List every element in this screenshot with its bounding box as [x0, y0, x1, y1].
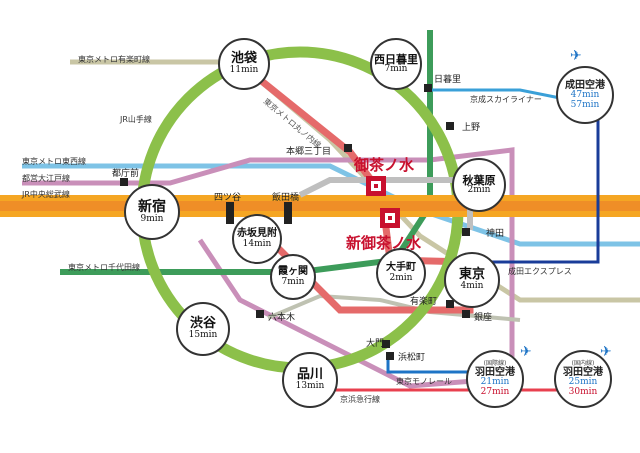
nippori-label: 日暮里: [434, 75, 462, 85]
airport-haneda-dom: (国内線) 羽田空港 25min 30min: [554, 350, 612, 408]
oedo-line-label: 都営大江戸線: [22, 174, 70, 183]
daimon-square-icon: [382, 340, 390, 348]
narita-express-line-label: 成田エクスプレス: [508, 267, 572, 276]
airplane-icon: ✈: [570, 48, 582, 64]
hub-shinjuku: 新宿 9min: [124, 184, 180, 240]
yotsuya-label: 四ツ谷: [214, 193, 242, 203]
tochomae-label: 都庁前: [112, 169, 140, 179]
hub-akasakamitsuke: 赤坂見附 14min: [232, 214, 282, 264]
station-squares: [120, 84, 470, 360]
hibiya-line: [267, 293, 521, 322]
airport-haneda-intl: (国際線) 羽田空港 21min 27min: [466, 350, 524, 408]
tochomae-square-icon: [120, 178, 128, 186]
hub-otemachi: 大手町 2min: [376, 248, 426, 298]
daimon-label: 大門: [366, 339, 385, 349]
shin-ochanomizu-title: 新御茶ノ水: [346, 234, 422, 252]
yurakucho-line-label: 東京メトロ有楽町線: [78, 55, 150, 64]
kanda-square-icon: [462, 228, 470, 236]
chiyoda-line-label: 東京メトロ千代田線: [68, 263, 140, 272]
airplane-icon: ✈: [520, 344, 532, 360]
chuo-line-inner: [0, 201, 640, 211]
oedo-line: [22, 147, 515, 389]
monorail-line-label: 東京モノレール: [396, 377, 452, 386]
hub-tokyo: 東京 4min: [444, 252, 500, 308]
ueno-label: 上野: [462, 123, 481, 133]
hub-shibuya: 渋谷 15min: [176, 302, 230, 356]
hub-shinagawa: 品川 13min: [282, 352, 338, 408]
kanda-label: 神田: [486, 229, 505, 239]
ueno-square-icon: [446, 122, 454, 130]
iidabashi-square-icon: [284, 202, 292, 224]
hub-ikebukuro: 池袋 11min: [218, 38, 270, 90]
roppongi-label: 六本木: [268, 313, 296, 323]
hub-kasumigaseki: 霞ヶ関 7min: [270, 254, 316, 300]
narita-express-line: [470, 110, 600, 264]
nippori-square-icon: [424, 84, 432, 92]
yamanote-line-label: JR山手線: [120, 115, 152, 124]
roppongi-square-icon: [256, 310, 264, 318]
airport-narita: 成田空港 47min 57min: [556, 66, 614, 124]
hamamatsucho-label: 浜松町: [398, 353, 426, 363]
keisei-line: [430, 88, 561, 100]
keisei-line-label: 京成スカイライナー: [470, 95, 542, 104]
ochanomizu-title: 御茶ノ水: [354, 156, 415, 174]
yotsuya-square-icon: [226, 202, 234, 224]
hongo-square-icon: [344, 144, 352, 152]
hub-akihabara: 秋葉原 2min: [452, 158, 506, 212]
yurakucho-square-icon: [446, 300, 454, 308]
tozai-line-label: 東京メトロ東西線: [22, 157, 86, 166]
hongo-label: 本郷三丁目: [286, 147, 332, 157]
yurakucho-label: 有楽町: [410, 297, 438, 307]
keikyu-line-label: 京浜急行線: [340, 395, 380, 404]
airplane-icon: ✈: [600, 344, 612, 360]
hub-nishinippori: 西日暮里 7min: [370, 38, 422, 90]
chuo-line-label: JR中央総武線: [22, 190, 70, 199]
hamamatsucho-square-icon: [386, 352, 394, 360]
ginza-label: 銀座: [474, 313, 493, 323]
iidabashi-label: 飯田橋: [272, 193, 300, 203]
ginza-square-icon: [462, 310, 470, 318]
